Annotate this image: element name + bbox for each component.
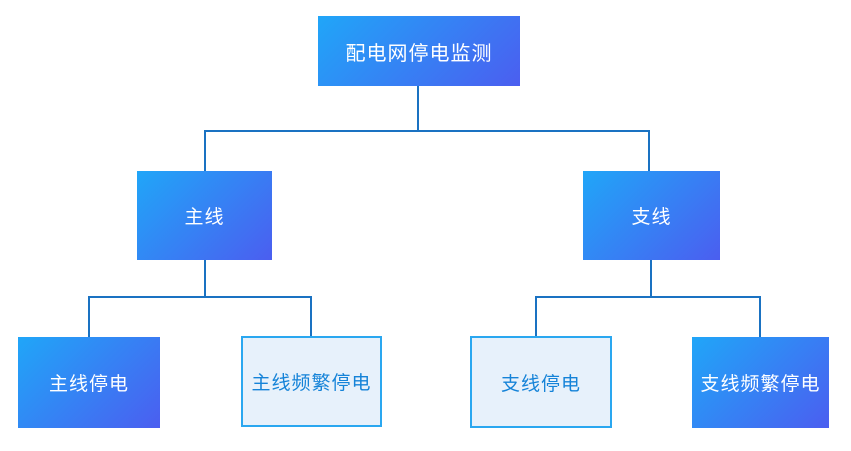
connector-line xyxy=(204,130,206,171)
connector-line xyxy=(650,260,652,298)
connector-line xyxy=(310,296,312,336)
connector-line xyxy=(759,296,761,337)
node-main-line-outage[interactable]: 主线停电 xyxy=(18,337,160,428)
node-branch-line-outage[interactable]: 支线停电 xyxy=(470,336,612,428)
connector-line xyxy=(204,260,206,298)
node-branch-line[interactable]: 支线 xyxy=(583,171,720,260)
node-main-line[interactable]: 主线 xyxy=(137,171,272,260)
connector-line xyxy=(88,296,312,298)
node-main-line-frequent-outage[interactable]: 主线频繁停电 xyxy=(241,336,382,427)
node-distribution-network-outage-monitoring[interactable]: 配电网停电监测 xyxy=(318,16,520,86)
connector-line xyxy=(88,296,90,337)
connector-line xyxy=(204,130,650,132)
connector-line xyxy=(417,86,419,131)
node-branch-line-frequent-outage[interactable]: 支线频繁停电 xyxy=(692,337,829,428)
connector-line xyxy=(648,130,650,171)
connector-line xyxy=(535,296,537,336)
connector-line xyxy=(535,296,761,298)
